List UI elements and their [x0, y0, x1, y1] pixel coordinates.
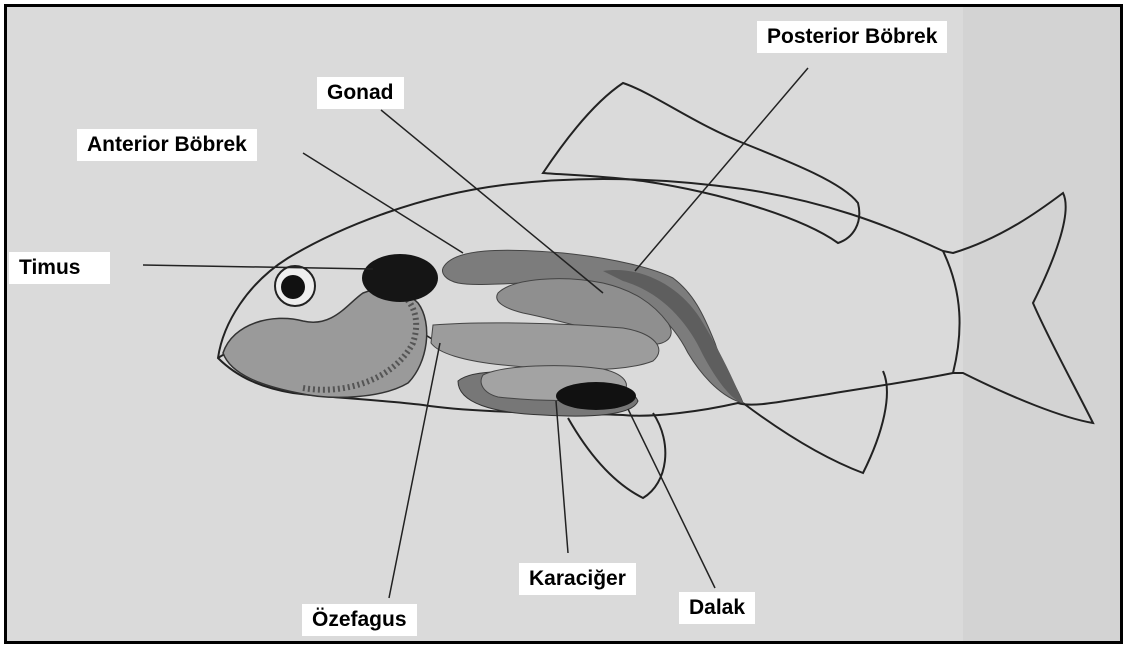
label-esophagus: Özefagus — [302, 604, 417, 636]
label-spleen: Dalak — [679, 592, 755, 624]
label-posterior-kidney: Posterior Böbrek — [757, 21, 947, 53]
label-liver: Karaciğer — [519, 563, 636, 595]
eye-pupil — [281, 275, 305, 299]
label-thymus: Timus — [9, 252, 110, 284]
diagram-frame: Posterior Böbrek Gonad Anterior Böbrek T… — [4, 4, 1123, 644]
fish-anatomy-illustration — [7, 7, 1123, 644]
spleen-organ — [556, 382, 636, 410]
label-gonad: Gonad — [317, 77, 404, 109]
thymus-organ — [362, 254, 438, 302]
label-anterior-kidney: Anterior Böbrek — [77, 129, 257, 161]
